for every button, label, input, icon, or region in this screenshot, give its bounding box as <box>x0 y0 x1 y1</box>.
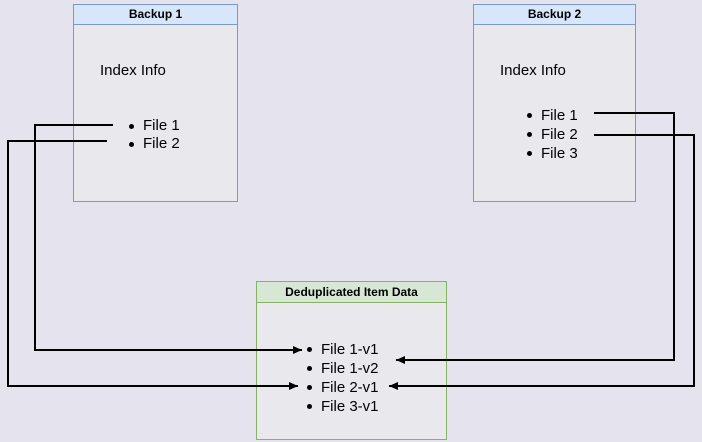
backup1-file-item: File 1 <box>129 117 180 135</box>
dedup-item: File 1-v1 <box>307 340 379 359</box>
backup2-box: Backup 2 Index Info File 1 File 2 File 3 <box>473 4 636 202</box>
backup2-file-item: File 1 <box>527 106 578 125</box>
backup2-title: Backup 2 <box>474 5 635 25</box>
backup2-file-list: File 1 File 2 File 3 <box>527 106 578 163</box>
backup1-title: Backup 1 <box>74 5 237 25</box>
dedup-title: Deduplicated Item Data <box>257 282 446 303</box>
backup2-file-item: File 3 <box>527 144 578 163</box>
dedup-item: File 1-v2 <box>307 359 379 378</box>
dedup-item: File 2-v1 <box>307 378 379 397</box>
backup1-box: Backup 1 Index Info File 1 File 2 <box>73 4 238 202</box>
backup1-file-list: File 1 File 2 <box>129 117 180 153</box>
dedup-box: Deduplicated Item Data File 1-v1 File 1-… <box>256 281 447 440</box>
backup1-file-item: File 2 <box>129 135 180 153</box>
dedup-item: File 3-v1 <box>307 397 379 416</box>
backup1-index-info-label: Index Info <box>100 62 166 79</box>
backup2-index-info-label: Index Info <box>500 62 566 79</box>
backup2-file-item: File 2 <box>527 125 578 144</box>
dedup-item-list: File 1-v1 File 1-v2 File 2-v1 File 3-v1 <box>307 340 379 416</box>
